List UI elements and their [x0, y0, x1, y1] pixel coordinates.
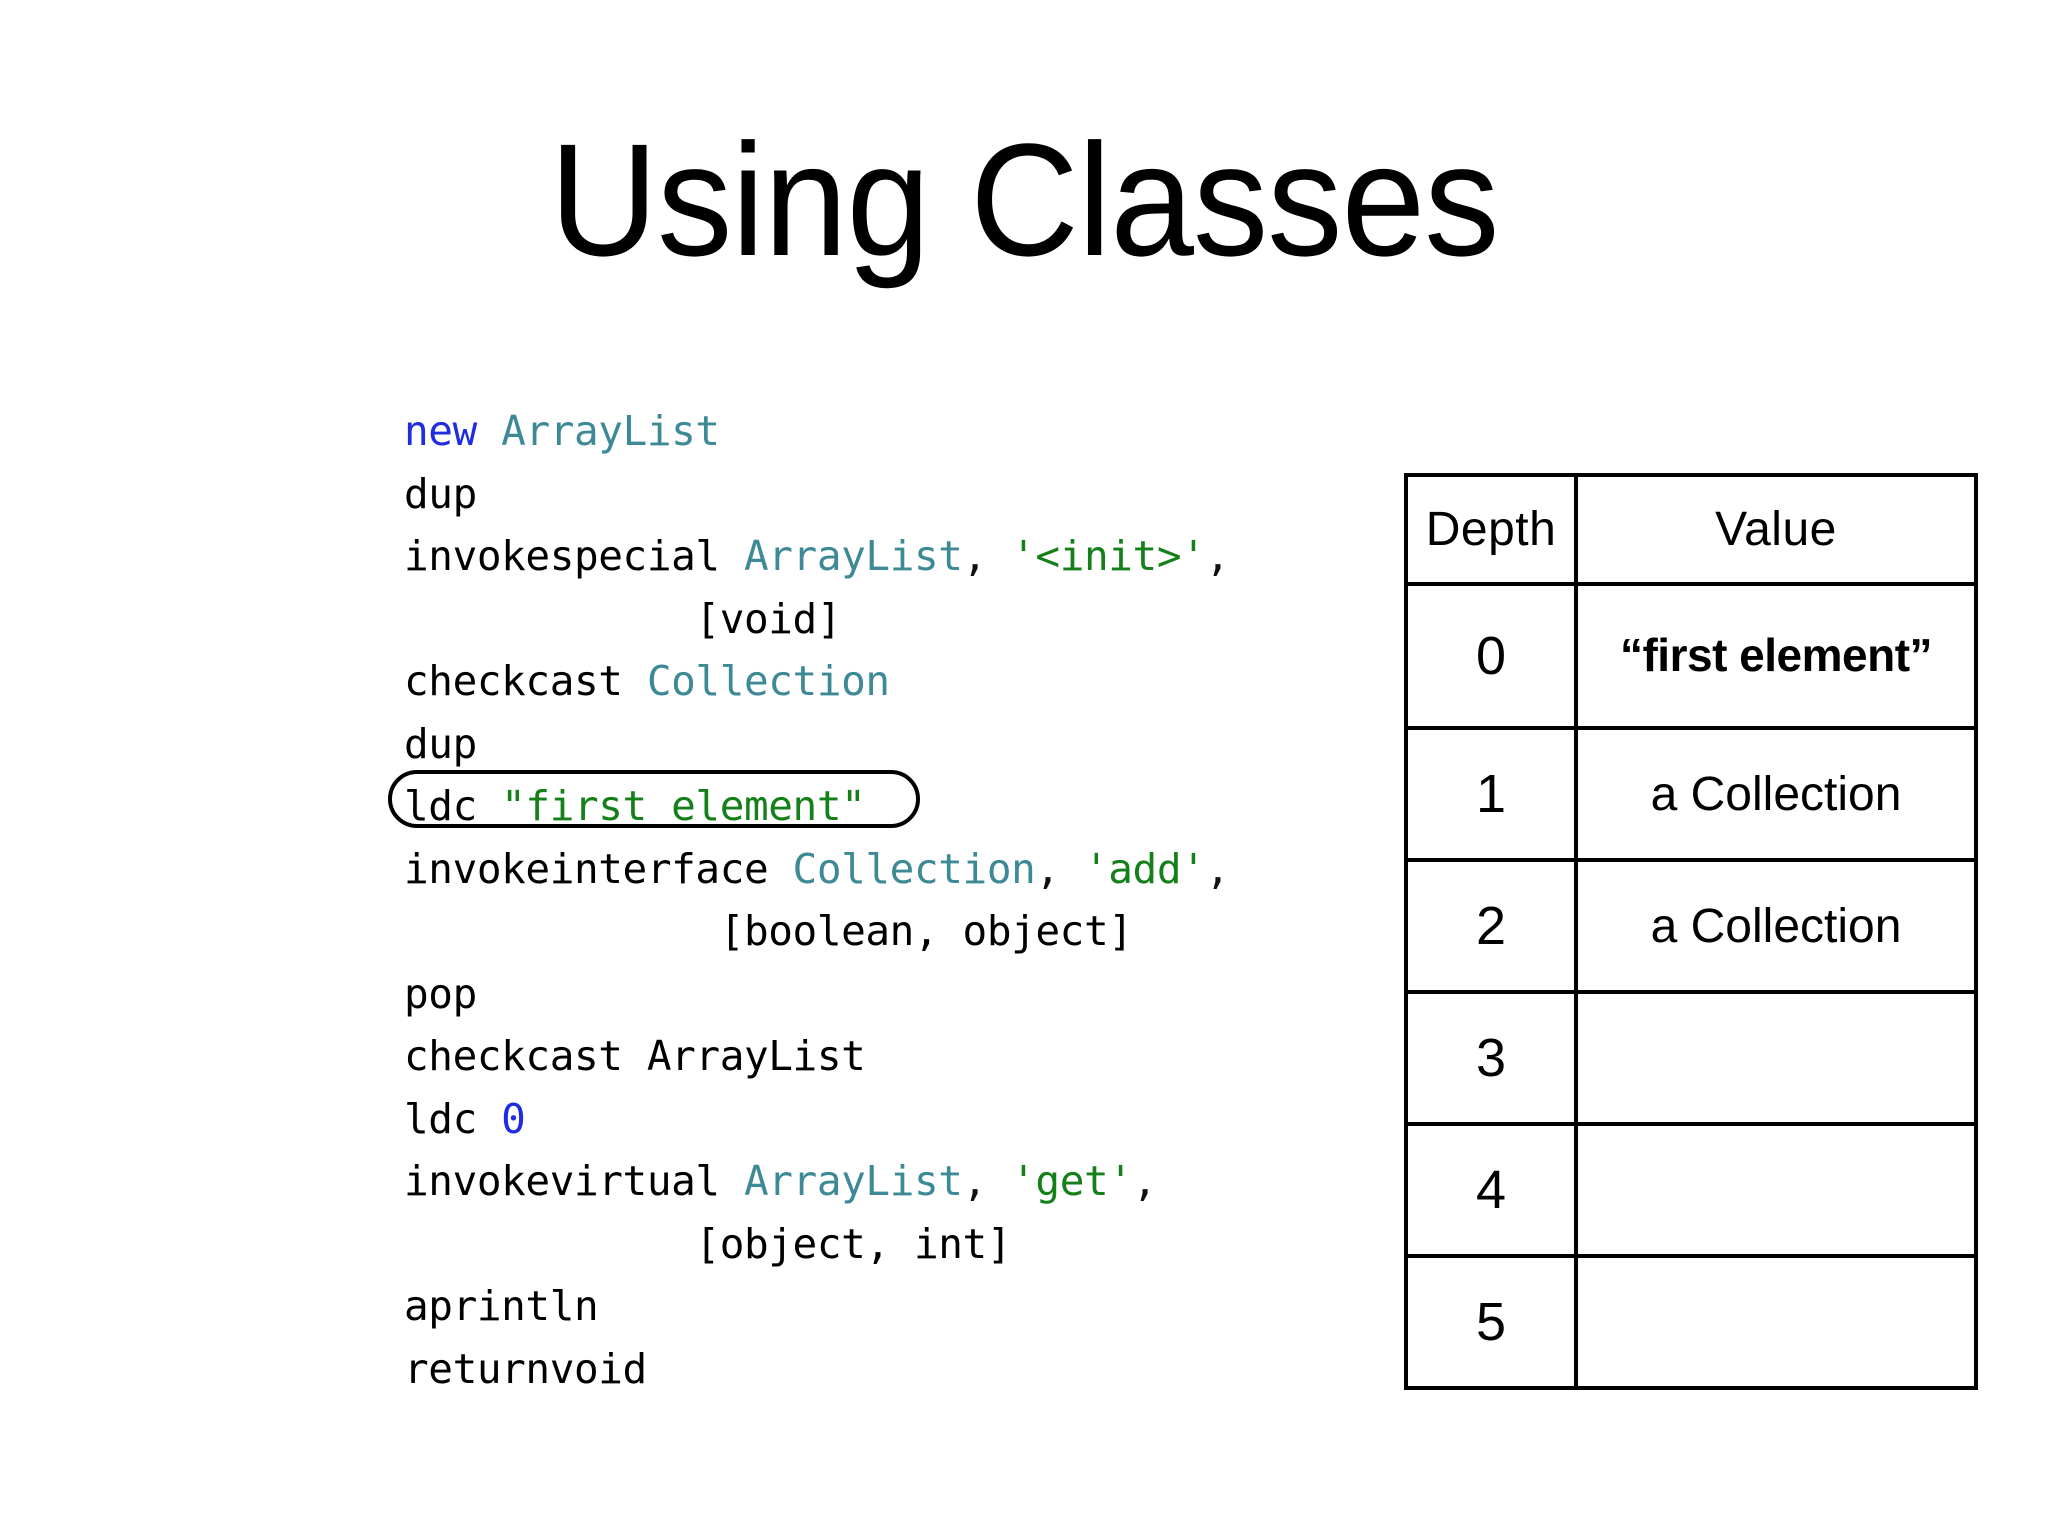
code-line: [object, int]	[404, 1213, 1394, 1276]
code-token-punct: ,	[1205, 844, 1230, 893]
code-line-text: new ArrayList	[404, 407, 720, 455]
code-line-text: [void]	[404, 595, 841, 643]
code-token-class: ArrayList	[743, 1157, 963, 1205]
code-line-text: invokevirtual ArrayList, 'get',	[404, 1157, 1157, 1205]
code-token-string: 'get'	[1011, 1157, 1133, 1205]
stack-depth-cell: 1	[1404, 726, 1578, 862]
code-token-string: '<init>'	[1011, 532, 1206, 580]
code-token-plain: dup	[404, 469, 477, 518]
table-row: 4	[1404, 1122, 1978, 1258]
code-line: checkcast Collection	[404, 650, 1394, 713]
table-row: 5	[1404, 1254, 1978, 1390]
code-line: invokespecial ArrayList, '<init>',	[404, 525, 1394, 588]
code-line: [boolean, object]	[404, 900, 1394, 963]
code-token-plain: [boolean, object]	[404, 907, 1133, 955]
code-token-string: 'add'	[1083, 844, 1206, 893]
code-token-plain: [void]	[404, 594, 842, 643]
code-token-plain: invokespecial	[404, 532, 744, 580]
code-token-class: Collection	[792, 844, 1036, 893]
code-line: new ArrayList	[404, 400, 1394, 463]
code-line: ldc 0	[404, 1088, 1394, 1151]
code-token-keyword: new	[404, 407, 477, 455]
stack-value-cell	[1574, 1254, 1978, 1390]
code-line-text: returnvoid	[404, 1345, 647, 1393]
code-line-text: ldc "first element"	[404, 782, 866, 830]
code-token-plain: aprintln	[404, 1282, 599, 1330]
code-token-string: "first element"	[501, 782, 866, 830]
code-token-plain: ldc	[404, 782, 502, 830]
code-token-plain: pop	[404, 969, 477, 1018]
bytecode-listing: new ArrayList dup invokespecial ArrayList,…	[388, 400, 1394, 1401]
code-token-punct: ,	[1132, 1157, 1158, 1205]
code-line: aprintln	[404, 1275, 1394, 1338]
code-line: dup	[404, 713, 1394, 776]
stack-depth-cell: 4	[1404, 1122, 1578, 1258]
code-line-text: checkcast Collection	[404, 657, 890, 705]
code-line-text: dup	[404, 470, 477, 518]
code-line-text: checkcast ArrayList	[404, 1032, 866, 1080]
column-header-depth: Depth	[1404, 473, 1578, 586]
code-token-plain: invokeinterface	[404, 844, 793, 893]
code-line-text: invokespecial ArrayList, '<init>',	[404, 532, 1230, 580]
stack-table-header: Depth Value	[1404, 473, 1978, 586]
code-line-text: pop	[404, 970, 477, 1018]
column-header-value: Value	[1574, 473, 1978, 586]
code-line: checkcast ArrayList	[404, 1025, 1394, 1088]
code-line-text: ldc 0	[404, 1094, 526, 1143]
code-line: ldc "first element"	[388, 770, 1394, 838]
code-token-plain: ldc	[404, 1094, 502, 1143]
code-token-plain: dup	[404, 719, 477, 768]
code-token-class: Collection	[646, 657, 890, 705]
code-line-text: dup	[404, 720, 477, 768]
table-row: 0“first element”	[1404, 582, 1978, 730]
code-line-text: invokeinterface Collection, 'add',	[404, 845, 1230, 893]
code-token-class: ArrayList	[501, 407, 720, 455]
stack-value-cell	[1574, 1122, 1978, 1258]
code-token-punct: ,	[1205, 532, 1230, 580]
code-line: pop	[404, 963, 1394, 1026]
code-line: invokeinterface Collection, 'add',	[404, 838, 1394, 901]
code-token-plain: checkcast	[404, 657, 647, 705]
page-title: Using Classes	[549, 110, 1499, 289]
code-line: dup	[404, 463, 1394, 526]
stack-depth-cell: 3	[1404, 990, 1578, 1126]
code-token-num: 0	[501, 1094, 526, 1143]
table-row: 3	[1404, 990, 1978, 1126]
code-line-text: [boolean, object]	[404, 907, 1133, 955]
code-token-class: ArrayList	[743, 532, 963, 580]
table-header-row: Depth Value	[1404, 473, 1978, 586]
code-token-plain: invokevirtual	[404, 1157, 744, 1205]
code-token-plain: [object, int]	[404, 1219, 1012, 1268]
code-line: returnvoid	[404, 1338, 1394, 1401]
code-token-punct: ,	[1035, 844, 1084, 893]
code-token-plain: returnvoid	[404, 1344, 647, 1393]
stack-depth-cell: 0	[1404, 582, 1578, 730]
code-token-punct: ,	[962, 532, 1012, 580]
code-token-plain	[477, 407, 501, 455]
code-line-text: [object, int]	[404, 1220, 1011, 1268]
code-line-text: aprintln	[404, 1282, 599, 1330]
code-token-punct: ,	[962, 1157, 1012, 1205]
code-line: [void]	[404, 588, 1394, 651]
stack-value-cell: “first element”	[1574, 582, 1978, 730]
stack-value-cell	[1574, 990, 1978, 1126]
stack-depth-cell: 2	[1404, 858, 1578, 994]
code-line: invokevirtual ArrayList, 'get',	[404, 1150, 1394, 1213]
stack-value-cell: a Collection	[1574, 858, 1978, 994]
code-token-plain: checkcast ArrayList	[404, 1032, 866, 1080]
stack-value-cell: a Collection	[1574, 726, 1978, 862]
stack-depth-cell: 5	[1404, 1254, 1578, 1390]
